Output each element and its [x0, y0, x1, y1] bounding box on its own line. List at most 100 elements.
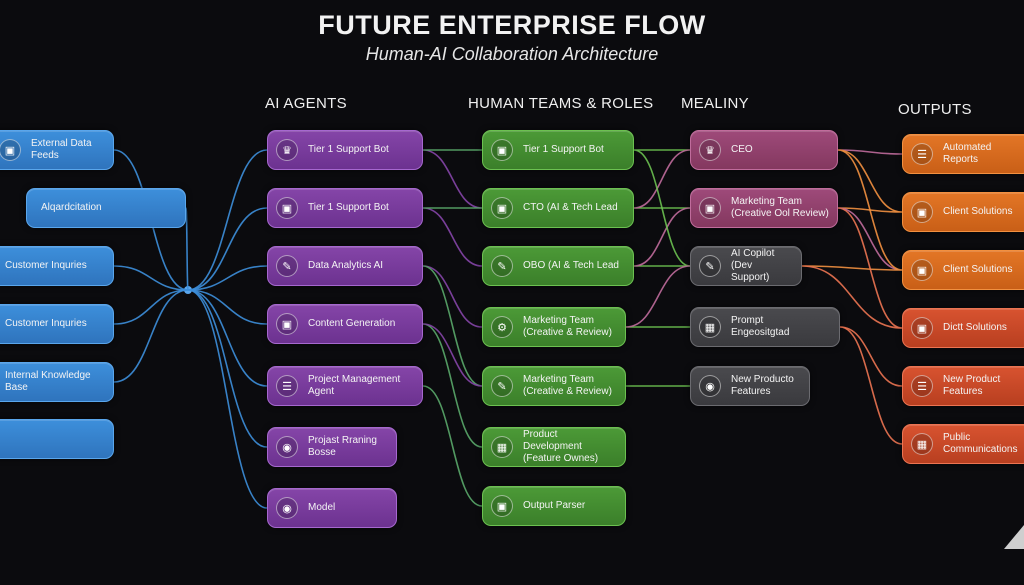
mealiny-column-header: MEALINY [681, 95, 749, 112]
mealiny-node[interactable]: ✎AI Copilot (Dev Support) [690, 246, 802, 286]
humans-node-label: Tier 1 Support Bot [523, 144, 604, 155]
grid-icon: ▣ [276, 313, 298, 335]
pen-icon: ✎ [491, 255, 513, 277]
outputs-column-header: OUTPUTS [898, 101, 972, 118]
outputs-node[interactable]: ▣ Dictt Solutions [902, 308, 1024, 348]
calendar-icon: ▦ [911, 433, 933, 455]
humans-node-label: CTO (AI & Tech Lead [523, 202, 618, 213]
mealiny-node-label: CEO [731, 144, 753, 155]
humans-node-label: Marketing Team (Creative & Review) [523, 315, 612, 338]
agents-node[interactable]: ✎ Data Analytics AI [267, 246, 423, 286]
inputs-node[interactable] [0, 419, 114, 459]
outputs-node[interactable]: ▣ Client Solutions [902, 250, 1024, 290]
agents-node-label: Data Analytics AI [308, 260, 384, 271]
mealiny-to-output-wire [801, 265, 903, 271]
mealiny-to-output-wire [837, 207, 903, 271]
humans-node[interactable]: ⚙Marketing Team (Creative & Review) [482, 307, 626, 347]
human-to-mealiny-wire [625, 265, 691, 328]
humans-node-label: Marketing Team (Creative & Review) [523, 374, 612, 397]
hub-to-agent-wire [187, 149, 268, 291]
agents-node-label: Tier 1 Support Bot [308, 202, 389, 213]
hub-to-agent-wire [187, 207, 268, 291]
agents-node[interactable]: ▣ Content Generation [267, 304, 423, 344]
camera-icon: ◉ [699, 375, 721, 397]
outputs-node-label: Automated Reports [943, 142, 992, 165]
humans-node[interactable]: ▦ Product Development (Feature Ownes) [482, 427, 626, 467]
outputs-node-label: Dictt Solutions [943, 322, 1007, 333]
humans-column-header: HUMAN TEAMS & ROLES [468, 95, 654, 112]
page-title: FUTURE ENTERPRISE FLOW [318, 10, 706, 40]
agent-to-human-wire [422, 265, 483, 387]
mealiny-node[interactable]: ▦Prompt Engeositgtad [690, 307, 840, 347]
humans-node-label: Product Development (Feature Ownes) [523, 429, 599, 464]
agents-node[interactable]: ▣ Tier 1 Support Bot [267, 188, 423, 228]
humans-node[interactable]: ▣Output Parser [482, 486, 626, 526]
pen-icon: ✎ [276, 255, 298, 277]
crown-icon: ♛ [276, 139, 298, 161]
agents-node[interactable]: ♛ Tier 1 Support Bot [267, 130, 423, 170]
robot-icon: ☰ [911, 375, 933, 397]
agents-column-header: AI AGENTS [265, 95, 347, 112]
mealiny-to-output-wire [839, 326, 903, 445]
page-subtitle: Human-AI Collaboration Architecture [365, 44, 659, 64]
camera-icon: ◉ [276, 436, 298, 458]
inputs-node-label: External Data Feeds [31, 138, 92, 161]
outputs-node[interactable]: ▦ Public Communications [902, 424, 1024, 464]
agents-node-label: Projast Rraning Bosse [308, 435, 377, 458]
agent-to-human-wire [422, 265, 483, 328]
human-to-mealiny-wire [633, 207, 691, 267]
hub-to-agent-wire [187, 289, 268, 325]
humans-node-label: Output Parser [523, 500, 586, 511]
inputs-node[interactable]: Internal Knowledge Base [0, 362, 114, 402]
mealiny-to-output-wire [801, 265, 903, 329]
agents-node-label: Tier 1 Support Bot [308, 144, 389, 155]
agents-node[interactable]: ◉Model [267, 488, 397, 528]
inputs-node[interactable]: ▣External Data Feeds [0, 130, 114, 170]
mealiny-node-label: Prompt Engeositgtad [731, 315, 790, 338]
grid-icon: ▣ [911, 259, 933, 281]
mealiny-node-label: AI Copilot (Dev Support) [731, 248, 775, 283]
inputs-node-label: Alqardcitation [41, 202, 102, 213]
agent-to-human-wire [422, 323, 483, 448]
humans-node[interactable]: ▣Tier 1 Support Bot [482, 130, 634, 170]
calendar-icon: ▦ [491, 436, 513, 458]
mealiny-node-label: New Producto Features [731, 374, 794, 397]
grid-icon: ▣ [911, 201, 933, 223]
outputs-node-label: New Product Features [943, 374, 1001, 397]
mealiny-node[interactable]: ▣Marketing Team (Creative Ool Review) [690, 188, 838, 228]
agents-node-label: Content Generation [308, 318, 396, 329]
hub-to-agent-wire [187, 289, 268, 387]
grid-icon: ▣ [699, 197, 721, 219]
crown-icon: ♛ [699, 139, 721, 161]
robot-icon: ☰ [911, 143, 933, 165]
pen-icon: ✎ [491, 375, 513, 397]
inputs-node[interactable]: Customer Inquries [0, 304, 114, 344]
mealiny-to-output-wire [837, 149, 903, 271]
outputs-node[interactable]: ☰ Automated Reports [902, 134, 1024, 174]
hub-to-agent-wire [187, 265, 268, 291]
robot-icon: ☰ [276, 375, 298, 397]
inputs-node[interactable]: Alqardcitation [26, 188, 186, 228]
agents-node-label: Project Management Agent [308, 374, 401, 397]
outputs-node[interactable]: ▣Client Solutions [902, 192, 1024, 232]
inputs-node[interactable]: Customer Inquries [0, 246, 114, 286]
mealiny-node[interactable]: ◉ New Producto Features [690, 366, 810, 406]
humans-node[interactable]: ▣ CTO (AI & Tech Lead [482, 188, 634, 228]
input-to-hub-wire [185, 207, 189, 291]
humans-node[interactable]: ✎ Marketing Team (Creative & Review) [482, 366, 626, 406]
agents-node-label: Model [308, 502, 336, 513]
human-to-mealiny-wire [633, 149, 691, 209]
outputs-node-label: Public Communications [943, 432, 1018, 455]
grid-icon: ▣ [276, 197, 298, 219]
agents-node[interactable]: ☰ Project Management Agent [267, 366, 423, 406]
mealiny-node[interactable]: ♛ CEO [690, 130, 838, 170]
hub-to-agent-wire [187, 289, 268, 448]
agents-node[interactable]: ◉ Projast Rraning Bosse [267, 427, 397, 467]
humans-node-label: OBO (AI & Tech Lead [523, 260, 619, 271]
humans-node[interactable]: ✎ OBO (AI & Tech Lead [482, 246, 634, 286]
outputs-node-label: Client Solutions [943, 264, 1013, 275]
grid-icon: ▣ [911, 317, 933, 339]
grid-icon: ▣ [491, 197, 513, 219]
outputs-node[interactable]: ☰ New Product Features [902, 366, 1024, 406]
